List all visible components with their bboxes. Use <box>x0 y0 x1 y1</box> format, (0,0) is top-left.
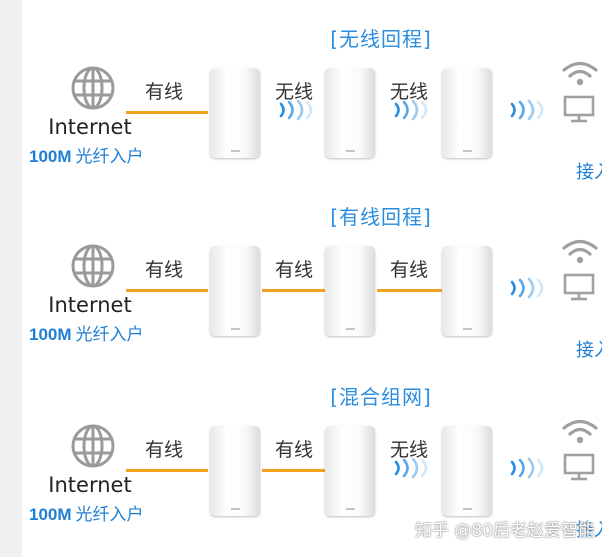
link-label: 无线 <box>390 439 429 461</box>
wireless-signal-icon <box>392 99 434 121</box>
wifi-icon <box>561 237 599 265</box>
wired-link <box>377 289 442 292</box>
globe-icon <box>70 65 116 111</box>
link-label: 有线 <box>145 259 184 281</box>
access-label: 接入 <box>576 520 602 541</box>
fiber-text: 光纤入户 <box>75 505 144 525</box>
wireless-signal-icon <box>508 99 550 121</box>
wireless-signal-icon <box>392 457 434 479</box>
link-label: 无线 <box>275 81 314 103</box>
mesh-router-node <box>442 246 492 336</box>
section-title: [有线回程] <box>330 205 432 229</box>
mesh-router-node <box>325 246 375 336</box>
monitor-icon <box>563 95 595 123</box>
mesh-router-node <box>442 426 492 516</box>
fiber-text: 光纤入户 <box>75 325 144 345</box>
mesh-router-node <box>210 68 260 158</box>
section-title: [无线回程] <box>330 27 432 51</box>
link-label: 有线 <box>145 439 184 461</box>
watermark: 知乎 @80后老赵爱智能 <box>415 521 596 541</box>
internet-label: Internet <box>48 115 132 139</box>
wired-link <box>262 469 325 472</box>
monitor-icon <box>563 453 595 481</box>
link-label: 有线 <box>275 259 314 281</box>
link-label: 有线 <box>275 439 314 461</box>
mesh-router-node <box>210 426 260 516</box>
internet-label: Internet <box>48 293 132 317</box>
monitor-icon <box>563 273 595 301</box>
access-label: 接入 <box>576 162 602 183</box>
wired-link <box>262 289 325 292</box>
left-margin-strip <box>0 0 22 557</box>
globe-icon <box>70 423 116 469</box>
wireless-signal-icon <box>508 277 550 299</box>
wifi-icon <box>561 417 599 445</box>
link-label: 无线 <box>390 81 429 103</box>
access-label: 接入 <box>576 340 602 361</box>
internet-label: Internet <box>48 473 132 497</box>
wired-link <box>126 111 208 114</box>
wireless-signal-icon <box>277 99 319 121</box>
fiber-speed: 100M <box>29 325 72 344</box>
mesh-router-node <box>442 68 492 158</box>
wireless-signal-icon <box>508 457 550 479</box>
mesh-router-node <box>325 426 375 516</box>
fiber-speed: 100M <box>29 147 72 166</box>
link-label: 有线 <box>390 259 429 281</box>
link-label: 有线 <box>145 81 184 103</box>
section-title: [混合组网] <box>330 385 432 409</box>
fiber-speed: 100M <box>29 505 72 524</box>
globe-icon <box>70 243 116 289</box>
mesh-router-node <box>210 246 260 336</box>
fiber-text: 光纤入户 <box>75 147 144 167</box>
wired-link <box>126 289 208 292</box>
wired-link <box>126 469 208 472</box>
mesh-router-node <box>325 68 375 158</box>
wifi-icon <box>561 59 599 87</box>
